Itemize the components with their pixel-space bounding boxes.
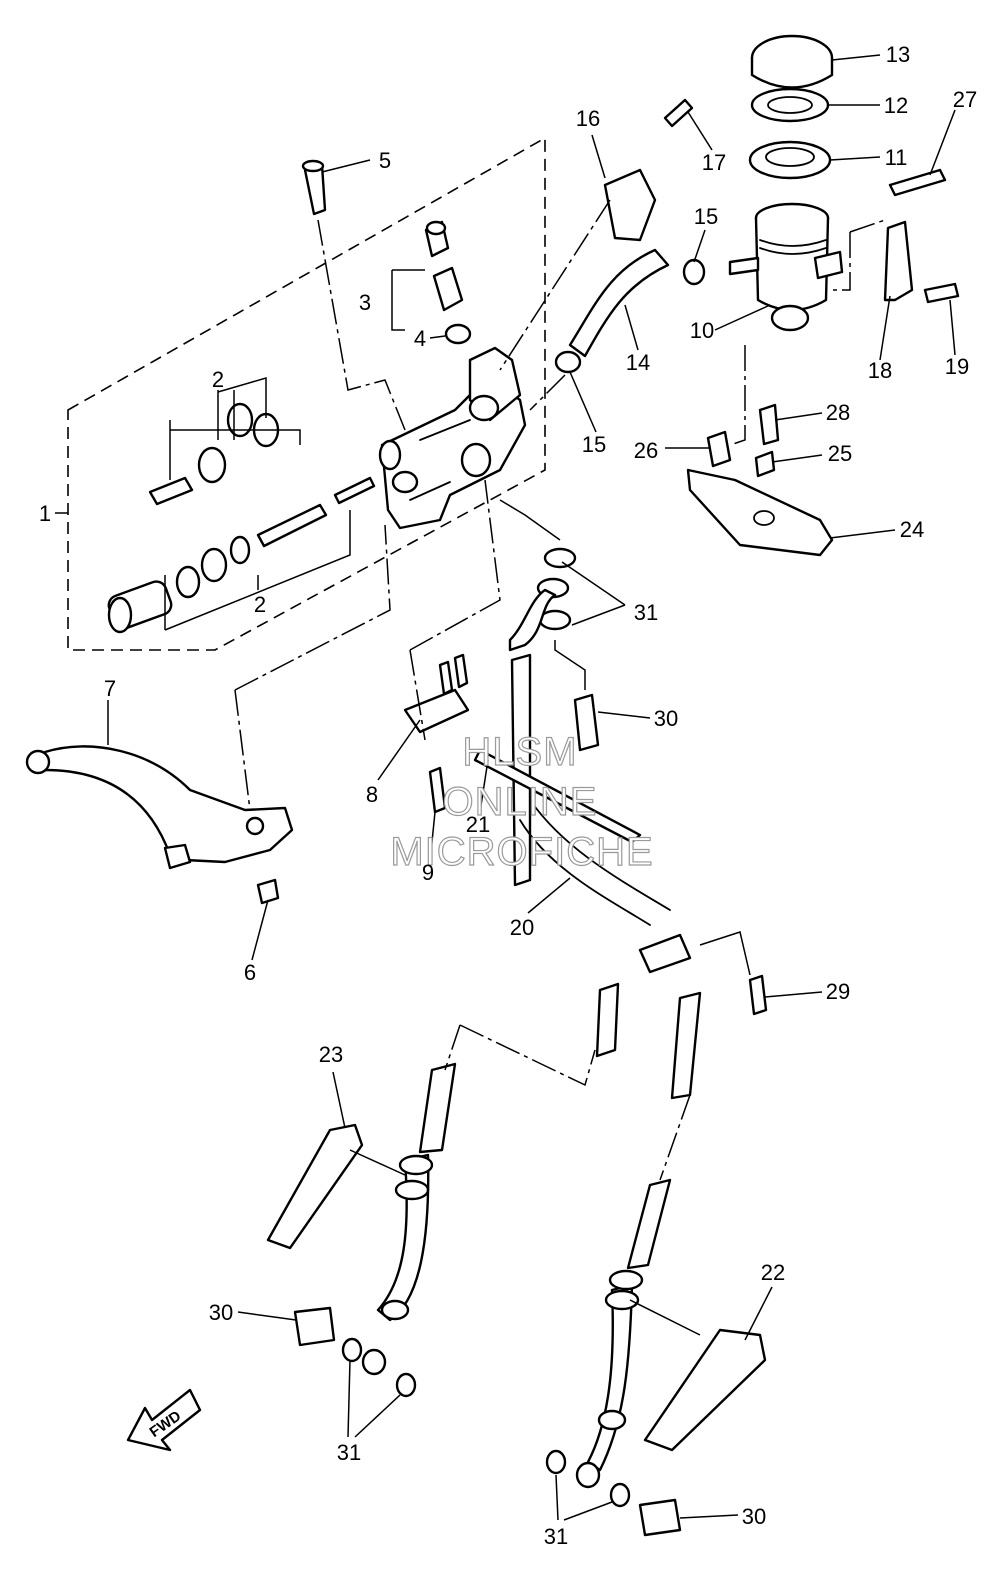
callout-23: 23 <box>319 1042 343 1067</box>
reservoir-hose <box>554 98 706 374</box>
callout-4: 4 <box>414 326 426 351</box>
callout-leaders <box>55 54 956 1521</box>
callout-15-lower: 15 <box>582 432 606 457</box>
callout-19: 19 <box>945 354 969 379</box>
callout-1: 1 <box>39 501 51 526</box>
callout-2-lower: 2 <box>254 592 266 617</box>
watermark-line-1: HLSM <box>462 730 577 774</box>
callout-10: 10 <box>690 318 714 343</box>
callout-26: 26 <box>634 438 658 463</box>
callout-17: 17 <box>702 150 726 175</box>
callout-numbers: 1 2 2 3 4 5 6 7 8 9 10 11 12 13 14 15 15… <box>39 42 977 1549</box>
callout-8: 8 <box>366 782 378 807</box>
callout-20: 20 <box>510 915 534 940</box>
callout-31-upper: 31 <box>634 600 658 625</box>
callout-21: 21 <box>466 812 490 837</box>
callout-13: 13 <box>886 42 910 67</box>
reservoir-bracket <box>883 168 960 304</box>
brake-switch <box>403 653 470 814</box>
lever-nut <box>256 878 280 905</box>
callout-16: 16 <box>576 106 600 131</box>
callout-30-right: 30 <box>742 1504 766 1529</box>
callout-6: 6 <box>244 960 256 985</box>
callout-18: 18 <box>868 358 892 383</box>
piston-kit-lower <box>107 476 376 634</box>
callout-15-upper: 15 <box>694 204 718 229</box>
fwd-direction-arrow: FWD <box>126 1388 202 1452</box>
brake-hose-lower-left <box>266 982 620 1398</box>
callout-24: 24 <box>900 517 924 542</box>
callout-25: 25 <box>828 441 852 466</box>
callout-22: 22 <box>761 1260 785 1285</box>
callout-30-upper: 30 <box>654 706 678 731</box>
hose-joint <box>638 933 768 1016</box>
callout-12: 12 <box>884 93 908 118</box>
mounting-bracket <box>686 403 834 557</box>
callout-9: 9 <box>422 860 434 885</box>
callout-30-left: 30 <box>209 1300 233 1325</box>
watermark-line-3: MICROFICHE <box>390 830 653 874</box>
callout-31-right: 31 <box>544 1524 568 1549</box>
callout-31-left: 31 <box>337 1440 361 1465</box>
callout-27: 27 <box>953 87 977 112</box>
callout-2-upper: 2 <box>212 367 224 392</box>
callout-28: 28 <box>826 400 850 425</box>
reservoir-tank <box>728 34 844 332</box>
master-cylinder-body <box>378 346 527 530</box>
brake-lever <box>25 745 294 870</box>
brake-hose-upper <box>473 547 671 926</box>
callout-11: 11 <box>885 145 908 170</box>
callout-7: 7 <box>104 676 116 701</box>
piston-kit-upper <box>148 402 301 506</box>
callout-29: 29 <box>826 979 850 1004</box>
assembly-lines <box>234 199 886 1336</box>
callout-14: 14 <box>626 350 650 375</box>
pivot-bolt <box>301 159 327 216</box>
assembly-boundary <box>67 136 546 651</box>
watermark-line-2: ONLINE <box>443 780 598 824</box>
bleeder-screw-set <box>391 220 472 345</box>
watermark: HLSM ONLINE MICROFICHE <box>390 729 654 874</box>
callout-5: 5 <box>379 148 391 173</box>
callout-3: 3 <box>359 290 371 315</box>
brake-hose-lower-right <box>545 991 767 1537</box>
